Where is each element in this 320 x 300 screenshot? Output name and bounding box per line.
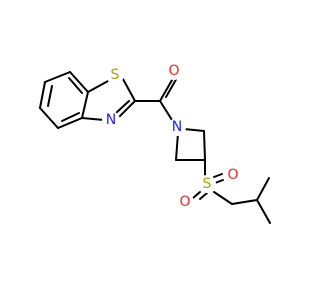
bond (39, 107, 59, 129)
bond (39, 81, 46, 109)
carbonyl-oxygen-label: O (168, 63, 179, 79)
bond (213, 173, 223, 178)
sulfonyl-sulfur-atom: S (198, 175, 216, 193)
bond-layer (39, 71, 271, 224)
bond (159, 79, 173, 102)
bond (81, 117, 105, 121)
bond (44, 71, 71, 83)
atom-label-layer: S N O N S O O (102, 62, 242, 211)
bond (213, 191, 233, 205)
bond (199, 192, 208, 200)
bond (57, 117, 83, 129)
bond (214, 179, 224, 184)
bond (47, 85, 53, 107)
sulfonyl-oxygen-upper-atom: O (224, 166, 242, 184)
bond (117, 100, 136, 119)
thiazole-nitrogen-atom: N (102, 111, 120, 129)
bond (231, 199, 258, 205)
bond (69, 71, 89, 93)
sulfonyl-oxygen-upper-label: O (227, 167, 238, 183)
chemical-structure: S N O N S O O (39, 62, 271, 224)
bond (183, 128, 205, 132)
bond (122, 78, 136, 102)
sulfonyl-sulfur-label: S (203, 176, 212, 192)
bond (68, 77, 83, 94)
bond (115, 100, 130, 114)
thiazole-sulfur-atom: S (106, 66, 124, 84)
sulfonyl-oxygen-lower-label: O (179, 194, 190, 210)
bond (256, 177, 270, 201)
bond (87, 80, 109, 93)
bond (159, 100, 173, 121)
sulfonyl-oxygen-lower-atom: O (176, 193, 194, 211)
bond (256, 199, 271, 224)
thiazole-sulfur-label: S (111, 67, 120, 83)
bond (203, 130, 206, 161)
azetidine-nitrogen-atom: N (168, 118, 186, 136)
bond (81, 91, 89, 119)
bond (175, 132, 179, 161)
azetidine-nitrogen-label: N (172, 119, 182, 135)
bond (61, 112, 80, 122)
thiazole-nitrogen-label: N (106, 112, 116, 128)
carbonyl-oxygen-atom: O (165, 62, 183, 80)
bond (192, 191, 201, 199)
